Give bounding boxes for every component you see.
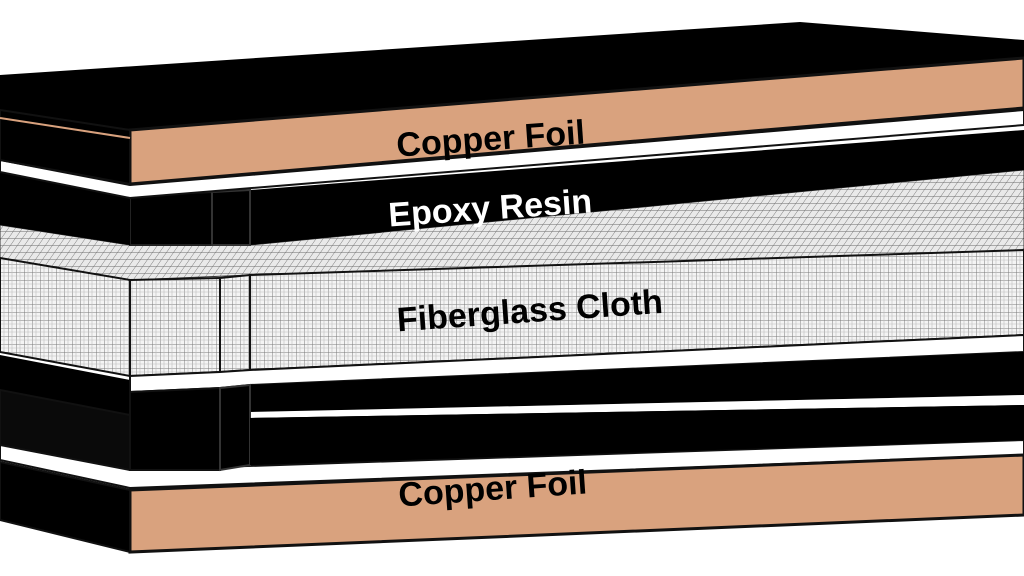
epoxy-notch — [211, 188, 251, 246]
lower-black-front-3 — [250, 405, 1024, 465]
top-side-edge — [0, 117, 131, 139]
lower-black-notch — [219, 383, 251, 472]
lower-black-front-2 — [129, 386, 221, 471]
top-black-surface — [0, 22, 1024, 130]
bottom-copper-side — [0, 460, 131, 554]
top-copper-side — [0, 108, 131, 186]
epoxy-front — [250, 130, 1024, 245]
lower-white-strip — [250, 395, 1024, 418]
epoxy-front-left — [129, 190, 213, 246]
fiberglass-front-left — [129, 276, 221, 378]
epoxy-side — [0, 165, 130, 245]
lower-black-front — [250, 352, 1024, 412]
fiberglass-notch — [219, 273, 251, 374]
